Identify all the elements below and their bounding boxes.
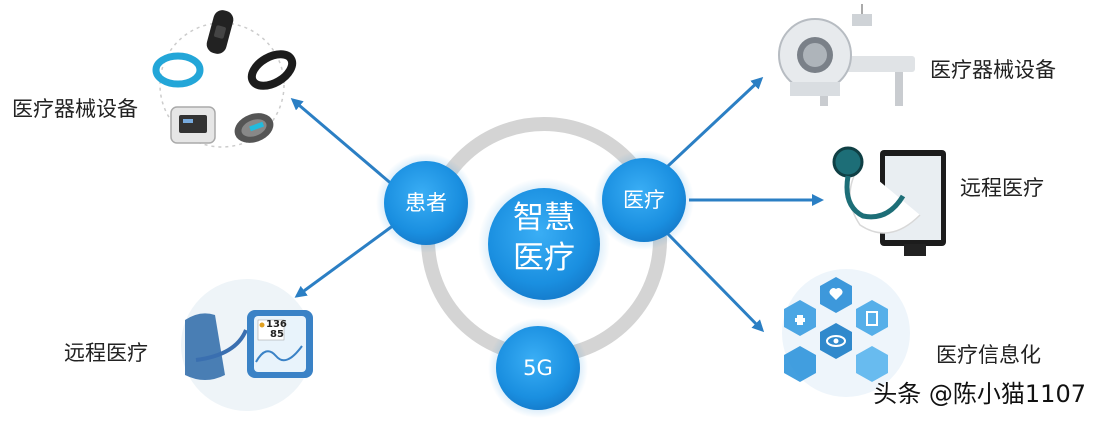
arrow-medical-devices bbox=[666, 76, 764, 168]
arrow-patient-remote bbox=[294, 220, 399, 298]
right-info-label: 医疗信息化 bbox=[936, 343, 1041, 367]
patient-circle bbox=[384, 161, 468, 245]
ct-scanner-illustration bbox=[778, 4, 915, 106]
right-devices-label: 医疗器械设备 bbox=[930, 58, 1056, 82]
medical-node-label: 医疗 bbox=[623, 188, 665, 212]
network-circle bbox=[496, 326, 580, 410]
wearables-illustration bbox=[152, 10, 297, 148]
bp-reading-diastolic: 85 bbox=[270, 329, 284, 340]
right-remote-label: 远程医疗 bbox=[960, 176, 1044, 200]
medical-circle bbox=[602, 158, 686, 242]
patient-node-label: 患者 bbox=[405, 191, 447, 215]
watermark: 头条 @陈小猫1107 bbox=[873, 380, 1086, 408]
center-circle bbox=[488, 188, 600, 300]
center-title: 智慧医疗 bbox=[513, 200, 575, 276]
telemedicine-illustration bbox=[830, 145, 950, 265]
network-node-label: 5G bbox=[523, 356, 553, 380]
remote-bp-illustration bbox=[181, 279, 313, 411]
left-remote-label: 远程医疗 bbox=[64, 341, 148, 365]
medical-info-illustration bbox=[782, 269, 910, 397]
arrow-medical-info bbox=[666, 232, 765, 333]
arrow-patient-devices bbox=[290, 98, 395, 188]
left-devices-label: 医疗器械设备 bbox=[12, 97, 138, 121]
bp-reading-systolic: 136 bbox=[266, 319, 287, 330]
